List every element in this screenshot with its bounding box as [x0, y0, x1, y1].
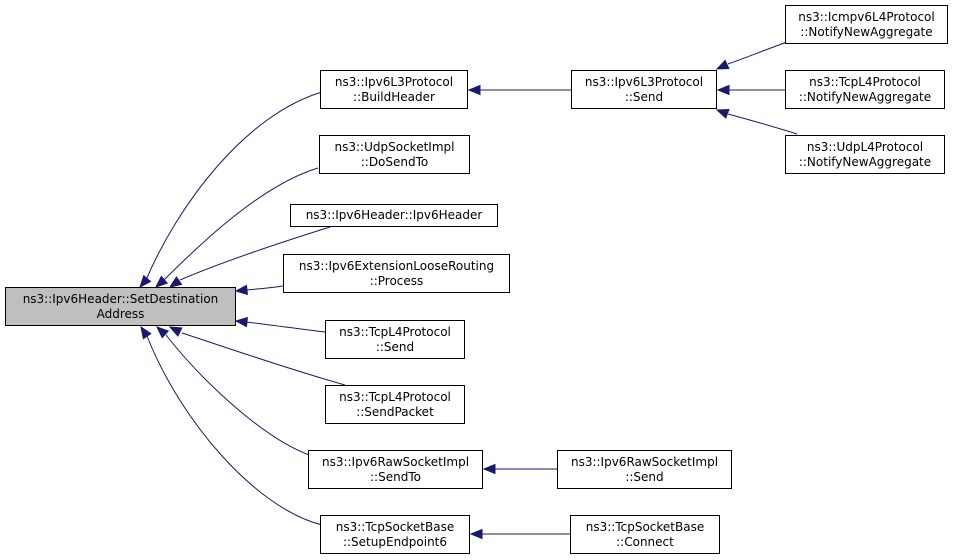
node-label-line: ns3::UdpL4Protocol — [806, 139, 924, 154]
edge-arrowhead — [234, 284, 248, 296]
node-ipv6l3-buildheader[interactable]: ns3::Ipv6L3Protocol::BuildHeader — [320, 70, 468, 109]
edge-line — [727, 113, 798, 135]
node-label-line: ::NotifyNewAggregate — [800, 24, 933, 39]
node-label-line: ns3::TcpL4Protocol — [339, 389, 451, 404]
node-label-line: ns3::TcpSocketBase — [335, 519, 455, 534]
edge-tcpsocketbase-setupendpoint6-to-root — [140, 325, 323, 526]
node-label-line: ::Send — [375, 339, 415, 354]
node-label-line: ::Connect — [616, 534, 674, 549]
edge-arrowhead — [234, 316, 248, 328]
edge-ipv6rawsocket-sendto-to-root — [156, 326, 313, 457]
node-label-line: ns3::Ipv6Header::Ipv6Header — [305, 208, 483, 222]
edge-arrowhead — [715, 109, 730, 119]
node-ipv6rawsocket-sendto[interactable]: ns3::Ipv6RawSocketImpl::SendTo — [308, 450, 483, 489]
edge-ipv6rawsocket-send-to-ipv6rawsocket-sendto — [482, 463, 557, 475]
node-label-line: Address — [96, 306, 145, 321]
edge-arrowhead — [140, 325, 152, 340]
edge-line — [146, 335, 323, 526]
edge-line — [181, 332, 346, 386]
edge-arrowhead — [482, 463, 496, 475]
node-label-line: ::Process — [369, 273, 424, 288]
edge-line — [163, 167, 319, 281]
node-ipv6header-ctor[interactable]: ns3::Ipv6Header::Ipv6Header — [290, 204, 498, 227]
edge-arrowhead — [716, 84, 730, 96]
edge-arrowhead — [168, 326, 183, 337]
edge-icmpv6l4-notify-to-ipv6l3-send — [715, 41, 788, 70]
edge-tcpl4-send-to-root — [234, 316, 326, 333]
edge-arrowhead — [467, 84, 481, 96]
node-icmpv6l4-notify[interactable]: ns3::Icmpv6L4Protocol::NotifyNewAggregat… — [785, 5, 948, 44]
edge-line — [245, 285, 284, 291]
node-label-line: ns3::Ipv6L3Protocol — [584, 74, 704, 89]
edge-ipv6ext-looserouting-process-to-root — [234, 284, 284, 296]
node-label-line: ::Send — [624, 89, 664, 104]
edge-udpsocketimpl-dosendto-to-root — [155, 167, 319, 288]
node-label-line: ::Send — [625, 469, 664, 484]
node-tcpsocketbase-setupendpoint6[interactable]: ns3::TcpSocketBase::SetupEndpoint6 — [320, 515, 470, 554]
node-label-line: ns3::TcpL4Protocol — [339, 324, 451, 339]
node-ipv6rawsocket-send[interactable]: ns3::Ipv6RawSocketImpl::Send — [557, 450, 732, 489]
node-ipv6ext-looserouting-process[interactable]: ns3::Ipv6ExtensionLooseRouting::Process — [283, 254, 510, 293]
node-label-line: ::SendTo — [370, 469, 421, 484]
node-label-line: ::NotifyNewAggregate — [798, 89, 932, 104]
node-label-line: ns3::TcpSocketBase — [585, 519, 705, 534]
edge-arrowhead — [715, 59, 730, 70]
edge-ipv6l3-send-to-ipv6l3-buildheader — [467, 84, 571, 96]
edge-arrowhead — [168, 276, 183, 288]
node-label-line: ::DoSendTo — [360, 154, 429, 169]
edge-arrowhead — [469, 528, 483, 540]
node-label-line: ::BuildHeader — [353, 89, 435, 104]
edge-tcpsocketbase-connect-to-tcpsocketbase-setupendpoint6 — [469, 528, 570, 540]
edge-ipv6l3-buildheader-to-root — [139, 91, 323, 289]
node-label-line: ns3::Ipv6Header::SetDestination — [22, 291, 219, 306]
node-tcpl4-sendpacket[interactable]: ns3::TcpL4Protocol::SendPacket — [325, 385, 465, 424]
edge-line — [179, 226, 331, 281]
node-udpl4-notify[interactable]: ns3::UdpL4Protocol::NotifyNewAggregate — [785, 135, 945, 174]
edge-line — [245, 321, 326, 333]
edge-tcpl4-sendpacket-to-root — [168, 326, 346, 386]
node-ipv6l3-send[interactable]: ns3::Ipv6L3Protocol::Send — [571, 70, 717, 109]
node-label-line: ns3::Ipv6ExtensionLooseRouting — [298, 258, 495, 273]
edge-arrowhead — [139, 274, 152, 289]
node-tcpl4-notify[interactable]: ns3::TcpL4Protocol::NotifyNewAggregate — [785, 70, 945, 109]
node-tcpl4-send[interactable]: ns3::TcpL4Protocol::Send — [325, 320, 465, 359]
edge-line — [145, 91, 323, 281]
node-tcpsocketbase-connect[interactable]: ns3::TcpSocketBase::Connect — [570, 515, 720, 554]
edge-ipv6header-ctor-to-root — [168, 226, 331, 288]
node-label-line: ::NotifyNewAggregate — [798, 154, 932, 169]
edge-tcpl4-notify-to-ipv6l3-send — [716, 84, 785, 96]
node-label-line: ns3::TcpL4Protocol — [809, 74, 921, 89]
edge-udpl4-notify-to-ipv6l3-send — [715, 109, 798, 135]
node-label-line: ns3::UdpSocketImpl — [334, 139, 455, 154]
node-label-line: ::SendPacket — [356, 404, 434, 419]
edge-arrowhead — [156, 326, 170, 339]
node-label-line: ::SetupEndpoint6 — [342, 534, 448, 549]
node-label-line: ns3::Ipv6L3Protocol — [334, 74, 454, 89]
edge-line — [727, 41, 788, 65]
node-label-line: ns3::Ipv6RawSocketImpl — [570, 454, 719, 469]
node-udpsocketimpl-dosendto[interactable]: ns3::UdpSocketImpl::DoSendTo — [319, 135, 470, 174]
node-label-line: ns3::Icmpv6L4Protocol — [798, 9, 935, 24]
edge-arrowhead — [155, 275, 169, 288]
edge-line — [165, 334, 313, 457]
node-label-line: ns3::Ipv6RawSocketImpl — [321, 454, 470, 469]
